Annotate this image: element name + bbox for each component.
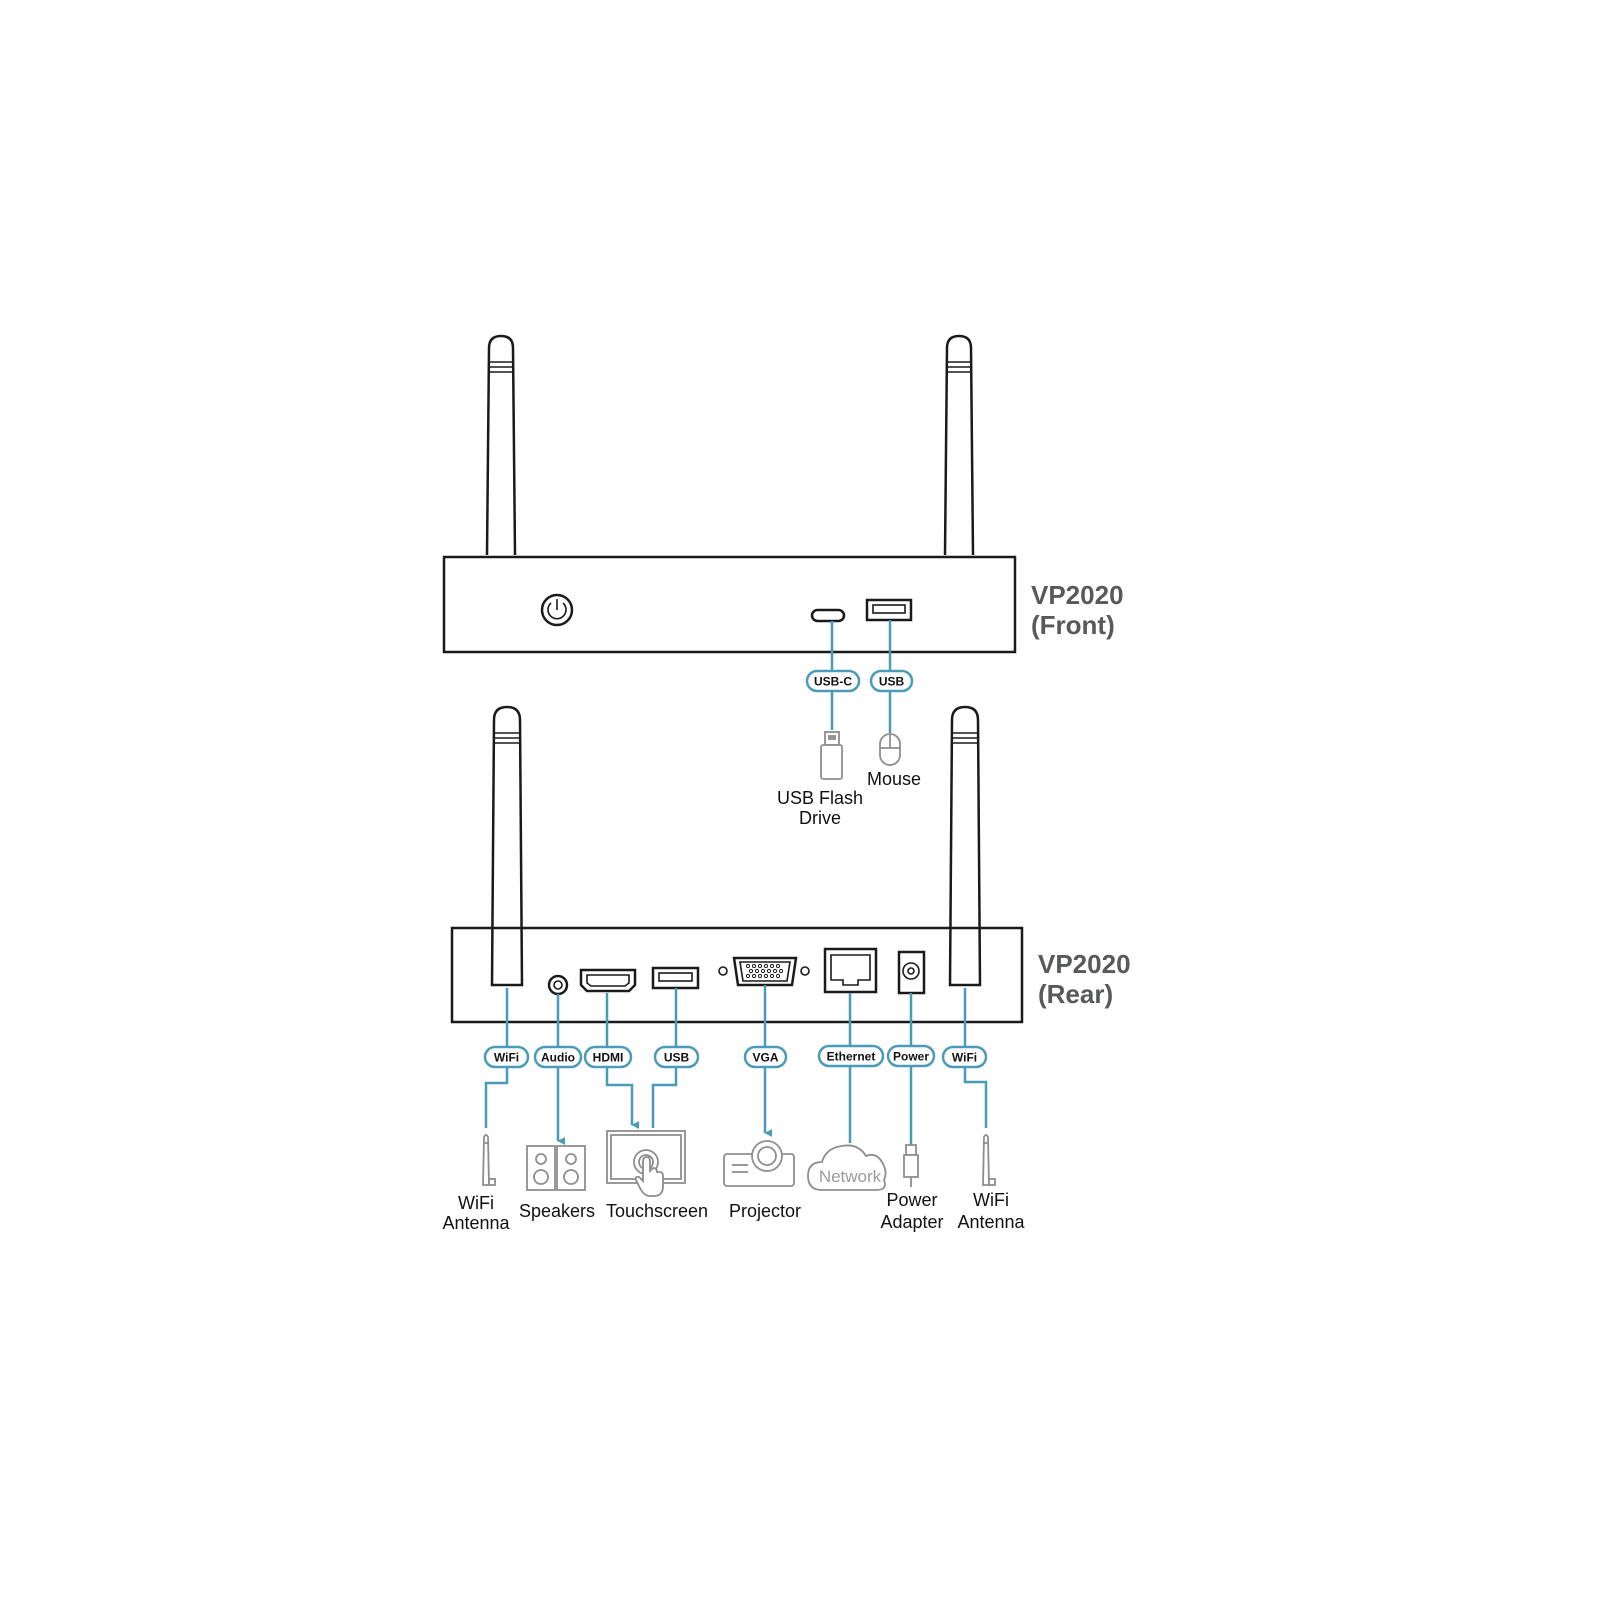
rear-power-port [897, 950, 926, 995]
rear-wifi-right-label: WiFi [941, 1045, 988, 1069]
svg-text:Power: Power [893, 1050, 929, 1064]
wifi-antenna-right-label-line2: Antenna [957, 1212, 1025, 1232]
front-unit: VP2020 (Front) [442, 334, 1124, 654]
rear-hdmi-port [579, 968, 637, 993]
power-adapter-label-line1: Power [886, 1190, 937, 1210]
front-usbc-port [810, 608, 846, 623]
front-title-line2: (Front) [1031, 610, 1115, 640]
svg-text:Ethernet: Ethernet [827, 1050, 876, 1064]
projector-label: Projector [729, 1201, 801, 1221]
projector-icon [723, 1140, 795, 1187]
wifi-antenna-left-label-line1: WiFi [458, 1193, 494, 1213]
rear-antenna-left [490, 705, 524, 987]
front-usb-port [865, 598, 913, 622]
front-connections: USB-C USB [805, 620, 914, 733]
svg-text:USB: USB [664, 1051, 690, 1065]
rear-title-line1: VP2020 [1038, 949, 1131, 979]
rear-port-labels: WiFi Audio HDMI USB VGA Ethernet Power [483, 1044, 988, 1069]
wifi-antenna-left-label-line2: Antenna [442, 1213, 510, 1233]
rear-audio-label: Audio [533, 1045, 583, 1069]
rear-ethernet-label: Ethernet [817, 1044, 885, 1068]
usb-flash-drive-icon [820, 731, 843, 780]
speakers-icon [526, 1145, 586, 1191]
touchscreen-icon [606, 1130, 686, 1197]
rear-vga-label: VGA [743, 1045, 788, 1069]
rear-ethernet-port [823, 947, 878, 994]
svg-text:Audio: Audio [541, 1051, 575, 1065]
svg-text:HDMI: HDMI [593, 1051, 624, 1065]
rear-audio-port [547, 974, 569, 996]
front-chassis [442, 555, 1017, 654]
rear-power-label: Power [886, 1044, 936, 1068]
front-antenna-right [943, 334, 975, 556]
svg-text:VGA: VGA [752, 1051, 778, 1065]
wifi-antenna-right-icon [982, 1134, 996, 1186]
usb-flash-label-line1: USB Flash [777, 788, 863, 808]
usb-flash-label-line2: Drive [799, 808, 841, 828]
power-adapter-label-line2: Adapter [880, 1212, 943, 1232]
front-usbc-label: USB-C [805, 669, 861, 693]
touchscreen-label: Touchscreen [606, 1201, 708, 1221]
rear-title-line2: (Rear) [1038, 979, 1113, 1009]
power-adapter-icon [903, 1144, 919, 1187]
svg-text:WiFi: WiFi [952, 1051, 977, 1065]
power-button-icon[interactable] [540, 593, 574, 627]
front-usb-label: USB [869, 669, 914, 693]
svg-text:WiFi: WiFi [494, 1051, 519, 1065]
wifi-antenna-right-label-line1: WiFi [973, 1190, 1009, 1210]
rear-hdmi-label: HDMI [583, 1045, 633, 1069]
svg-text:USB-C: USB-C [814, 675, 852, 689]
wifi-antenna-left-icon [482, 1134, 496, 1186]
svg-text:USB: USB [879, 675, 905, 689]
mouse-label: Mouse [867, 769, 921, 789]
mouse-icon [879, 733, 901, 766]
rear-chassis [450, 926, 1024, 1024]
speakers-label: Speakers [519, 1201, 595, 1221]
rear-antenna-right [948, 705, 982, 987]
front-title-line1: VP2020 [1031, 580, 1124, 610]
rear-wifi-left-label: WiFi [483, 1045, 530, 1069]
rear-unit: VP2020 (Rear) [450, 705, 1131, 1024]
rear-usb-port [651, 966, 700, 990]
front-antenna-left [485, 334, 517, 556]
network-cloud-icon: Network [807, 1144, 887, 1191]
network-label: Network [819, 1167, 882, 1186]
rear-vga-port [718, 956, 810, 987]
rear-usb-label: USB [653, 1045, 700, 1069]
